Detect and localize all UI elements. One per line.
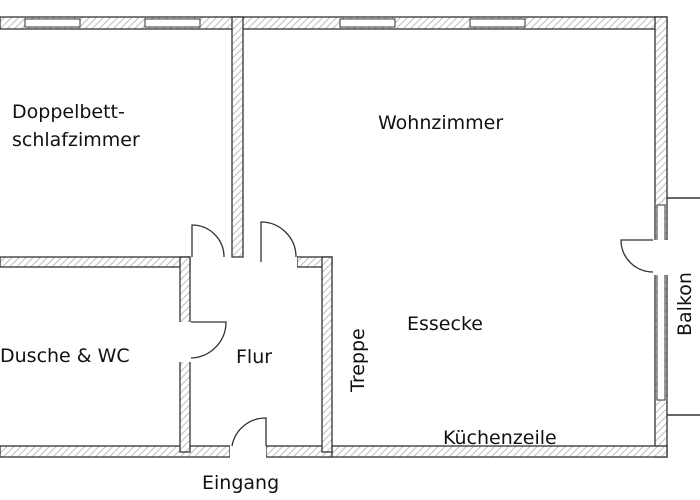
door-opening-entrance <box>230 444 266 459</box>
doors <box>179 221 669 459</box>
window-living-2 <box>469 18 526 28</box>
room-label-bedroom-line1: Doppelbett- <box>12 101 125 123</box>
room-label-hallway: Flur <box>236 346 272 368</box>
balcony <box>667 197 700 416</box>
door-swing-balcony <box>620 239 654 273</box>
room-label-kitchen: Küchenzeile <box>443 427 557 449</box>
wall-divider-vertical-upper <box>231 16 244 258</box>
window-bedroom-2 <box>144 18 201 28</box>
room-label-living: Wohnzimmer <box>378 112 503 134</box>
door-opening-living <box>257 255 297 269</box>
door-swing-living <box>260 221 297 262</box>
window-balcony <box>656 204 666 401</box>
window-living-1 <box>339 18 396 28</box>
feature-label-balcony: Balkon <box>674 272 696 336</box>
door-swing-bedroom <box>191 224 225 258</box>
room-label-dining: Essecke <box>407 313 483 335</box>
room-label-bathroom: Dusche & WC <box>0 345 130 367</box>
wall-top <box>0 16 668 30</box>
walls <box>0 16 668 458</box>
feature-label-stairs: Treppe <box>347 328 369 393</box>
window-bedroom-1 <box>24 18 81 28</box>
door-swing-bath <box>190 321 227 359</box>
door-opening-balcony <box>653 240 669 275</box>
windows <box>24 18 666 401</box>
wall-bottom-left <box>0 445 231 458</box>
door-swing-entrance <box>231 417 267 447</box>
feature-label-entrance: Eingang <box>202 472 279 494</box>
wall-bedroom-bottom <box>0 256 191 268</box>
door-opening-bedroom <box>192 255 230 269</box>
room-label-bedroom-line2: schlafzimmer <box>12 129 140 151</box>
wall-hall-right <box>321 256 333 453</box>
door-opening-bath <box>179 322 191 362</box>
